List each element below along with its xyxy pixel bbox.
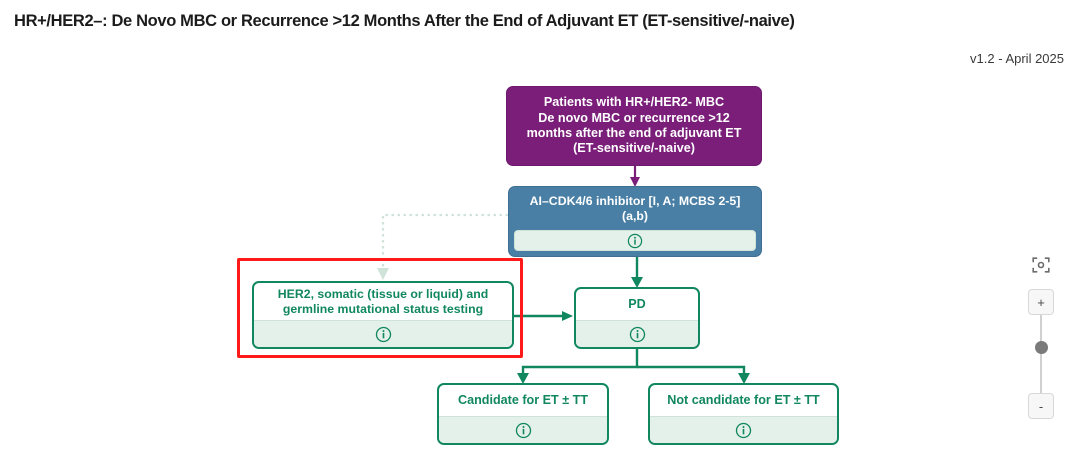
node-her2-info-strip[interactable] <box>254 320 512 347</box>
node-pd-info-strip[interactable] <box>576 320 698 347</box>
node-ai-cdk46-inhibitor[interactable]: AI–CDK4/6 inhibitor [I, A; MCBS 2-5] (a,… <box>508 186 762 257</box>
edge-ai-cdk-to-pd <box>631 257 643 288</box>
zoom-controls[interactable]: + - <box>1024 255 1058 419</box>
edge-patients-to-ai-cdk <box>630 166 640 187</box>
node-patients-title: Patients with HR+/HER2- MBC De novo MBC … <box>526 95 742 156</box>
info-circle-icon[interactable] <box>375 326 392 343</box>
selection-highlight-box <box>237 258 523 358</box>
node-candidate-info-strip[interactable] <box>439 416 607 443</box>
edge-pd-to-outcomes <box>517 349 750 384</box>
node-not-candidate-title: Not candidate for ET ± TT <box>667 392 820 407</box>
zoom-out-button[interactable]: - <box>1028 393 1054 419</box>
node-not-candidate-info-strip[interactable] <box>650 416 837 443</box>
node-candidate-title: Candidate for ET ± TT <box>457 392 589 407</box>
zoom-slider[interactable] <box>1034 315 1048 393</box>
node-her2-title: HER2, somatic (tissue or liquid) and ger… <box>277 286 489 316</box>
fit-to-screen-icon[interactable] <box>1031 255 1051 275</box>
version-label: v1.2 - April 2025 <box>970 51 1064 66</box>
node-ai-cdk46-info-strip[interactable] <box>514 230 756 251</box>
info-circle-icon[interactable] <box>515 422 532 439</box>
node-pd-title: PD <box>628 296 646 311</box>
node-patients-hr-her2-mbc[interactable]: Patients with HR+/HER2- MBC De novo MBC … <box>506 86 762 166</box>
zoom-in-button[interactable]: + <box>1028 289 1054 315</box>
node-her2-mutational-testing[interactable]: HER2, somatic (tissue or liquid) and ger… <box>252 281 514 349</box>
info-circle-icon[interactable] <box>735 422 752 439</box>
node-not-candidate-for-et-tt[interactable]: Not candidate for ET ± TT <box>648 383 839 445</box>
info-circle-icon[interactable] <box>627 233 643 249</box>
info-circle-icon[interactable] <box>629 326 646 343</box>
zoom-slider-handle[interactable] <box>1034 341 1048 354</box>
node-candidate-for-et-tt[interactable]: Candidate for ET ± TT <box>437 383 609 445</box>
node-pd[interactable]: PD <box>574 287 700 349</box>
page-title: HR+/HER2–: De Novo MBC or Recurrence >12… <box>14 12 795 30</box>
node-ai-cdk46-title: AI–CDK4/6 inhibitor [I, A; MCBS 2-5] (a,… <box>529 194 741 223</box>
